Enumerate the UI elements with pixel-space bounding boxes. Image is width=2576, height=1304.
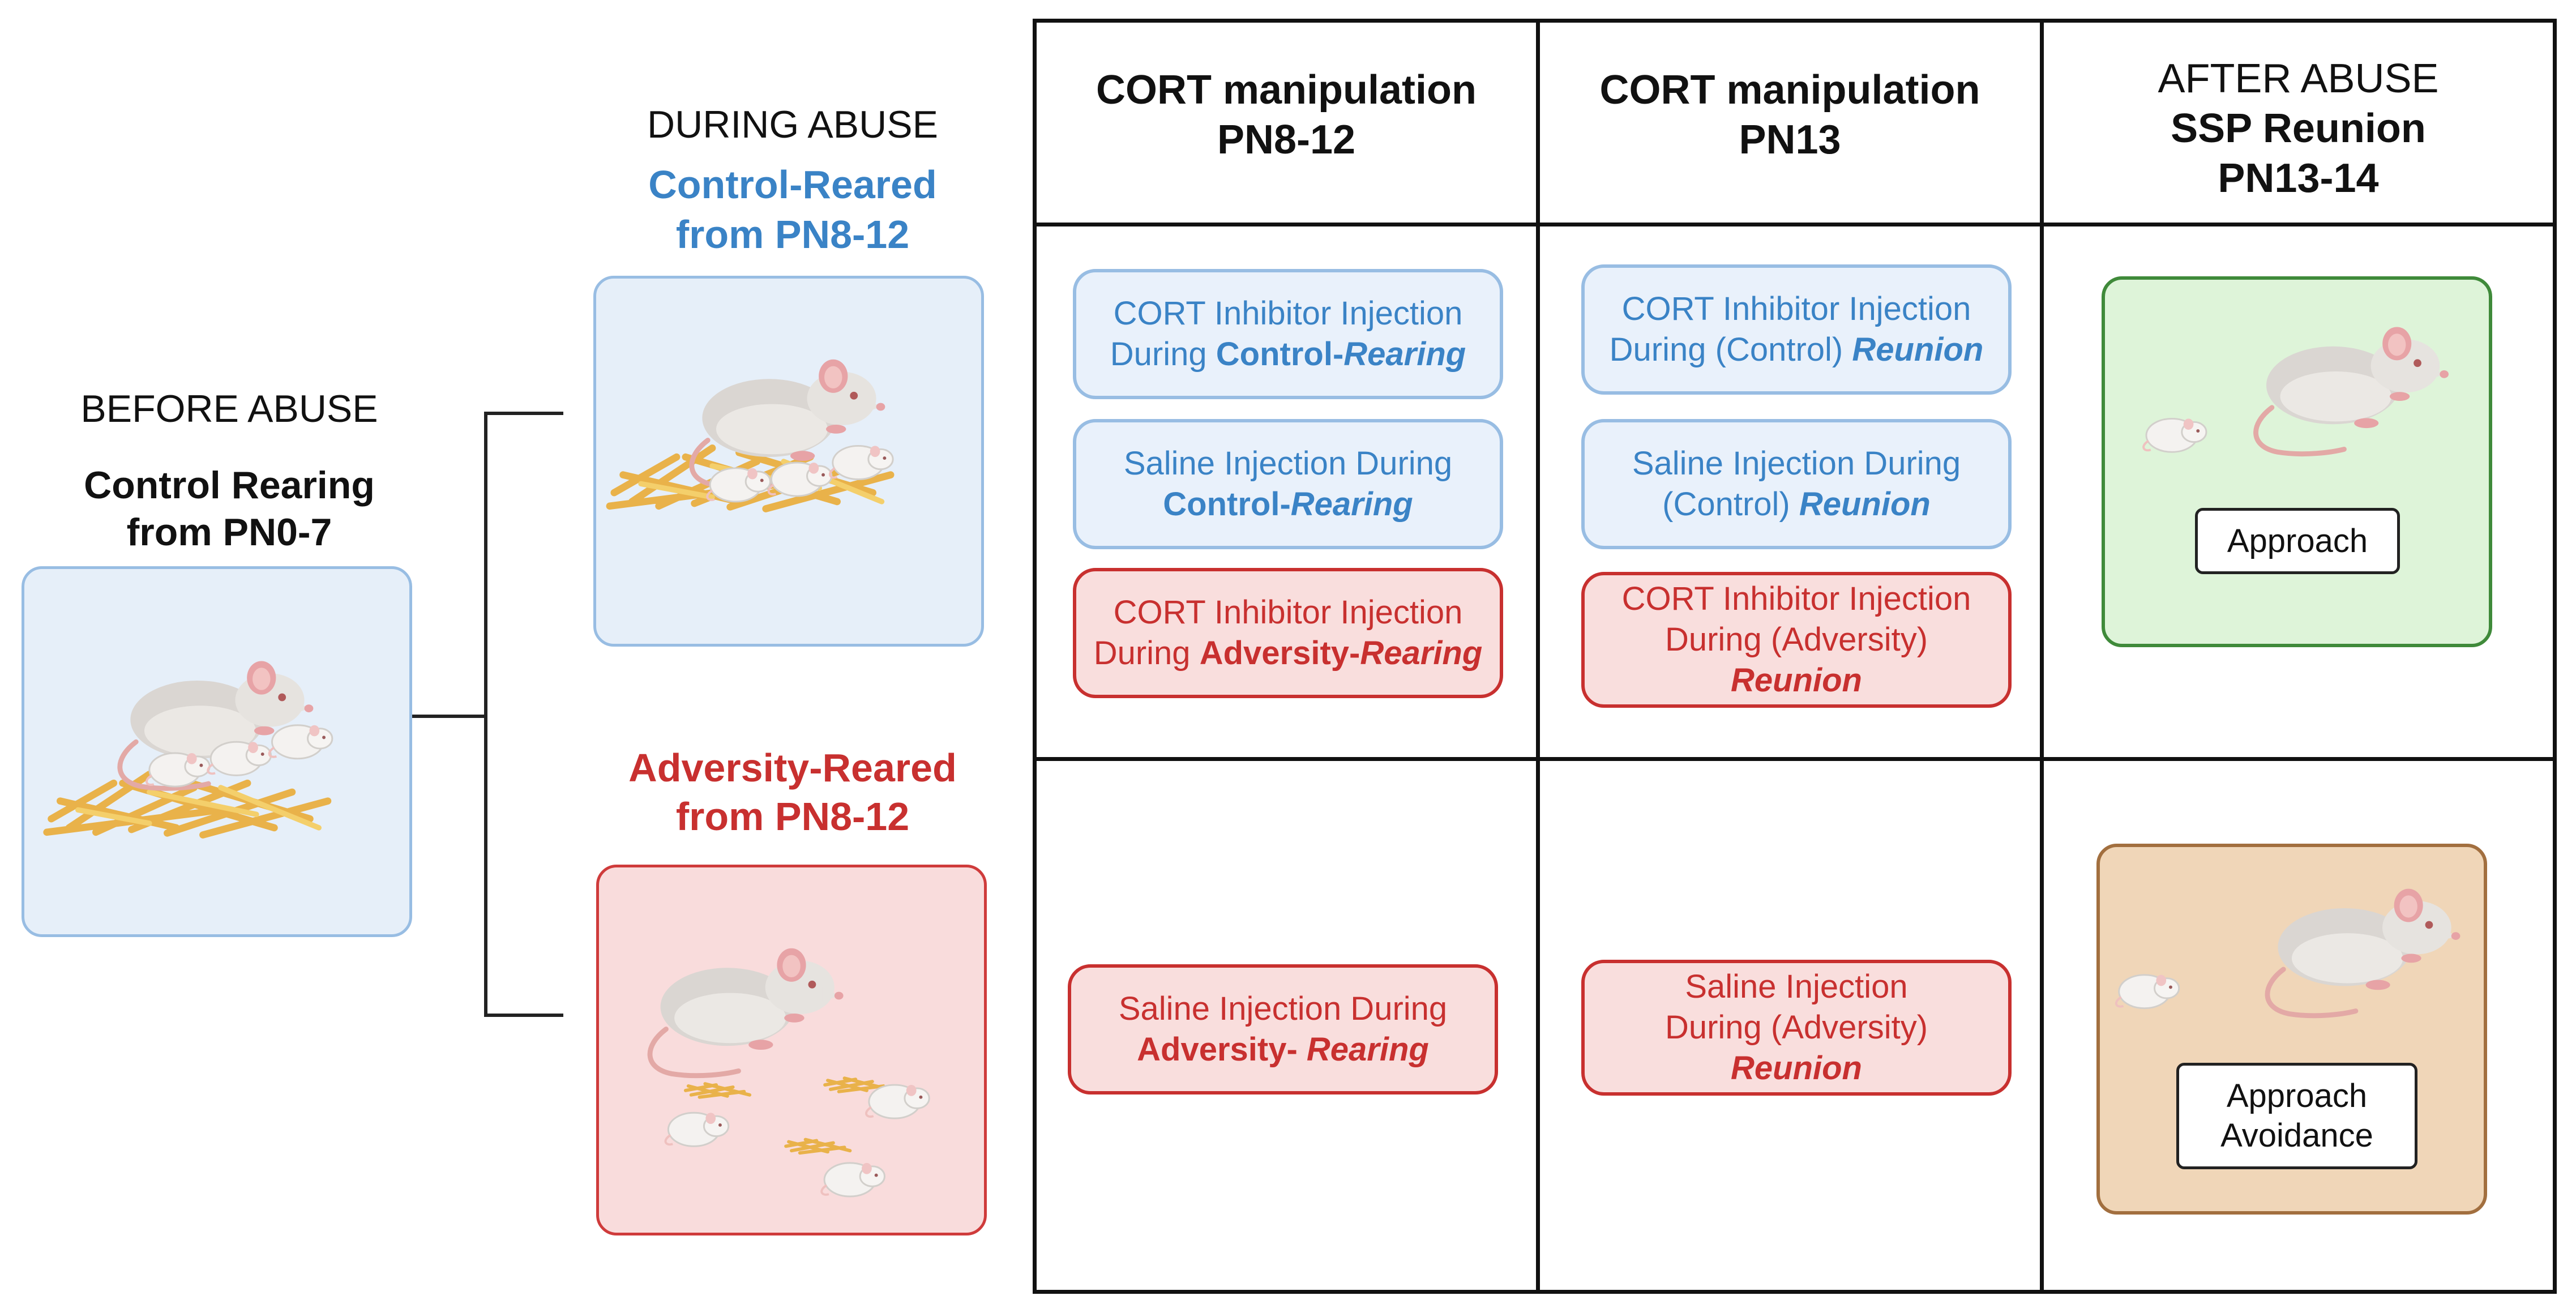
cort-inhibitor-adversity-rearing-box: CORT Inhibitor Injection During Adversit… (1073, 568, 1503, 698)
connector-horizontal (412, 715, 486, 718)
approach-avoidance-label: Approach Avoidance (2176, 1063, 2417, 1169)
saline-adversity-rearing-box: Saline Injection During Adversity- Reari… (1068, 964, 1498, 1094)
saline-control-rearing-box: Saline Injection During Control-Rearing (1073, 419, 1503, 549)
rat-mother-nest-icon (24, 569, 333, 934)
control-reared-line2: from PN8-12 (675, 212, 910, 256)
manipulation-table (1033, 19, 2557, 1294)
connector-top (484, 412, 563, 415)
column-header-pn13: CORT manipulation PN13 (1599, 67, 1980, 163)
saline-adversity-reunion-box: Saline Injection During (Adversity) Reun… (1581, 960, 2012, 1096)
saline-control-reunion-box: Saline Injection During (Control) Reunio… (1581, 419, 2012, 549)
connector-vertical (484, 412, 487, 1016)
cort-inhibitor-control-rearing-box: CORT Inhibitor Injection During Control-… (1073, 269, 1503, 399)
table-header-divider (1033, 223, 2557, 226)
control-rearing-illustration (22, 566, 412, 937)
table-divider-1 (1536, 19, 1540, 1294)
control-reared-illustration (593, 276, 984, 647)
approach-label: Approach (2195, 508, 2400, 574)
approach-outcome-panel (2102, 276, 2492, 647)
during-abuse-heading: DURING ABUSE (647, 103, 938, 146)
table-divider-2 (2040, 19, 2044, 1294)
column-header-pn8-12: CORT manipulation PN8-12 (1096, 67, 1477, 163)
before-abuse-title-line1: Control Rearing (84, 464, 375, 507)
control-reared-line1: Control-Reared (648, 163, 937, 207)
connector-bottom (484, 1014, 563, 1017)
rat-mother-scattered-pups-icon (599, 867, 931, 1198)
adversity-reared-line2: from PN8-12 (675, 794, 910, 839)
before-abuse-title-line2: from PN0-7 (126, 511, 332, 554)
before-abuse-heading: BEFORE ABUSE (80, 387, 378, 430)
column-header-after-abuse: AFTER ABUSE SSP Reunion PN13-14 (2158, 56, 2439, 201)
rat-mother-and-pup-icon (2142, 280, 2489, 644)
adversity-reared-line1: Adversity-Reared (628, 746, 957, 790)
cort-inhibitor-control-reunion-box: CORT Inhibitor Injection During (Control… (1581, 264, 2012, 395)
rat-mother-nest-icon (596, 279, 981, 644)
adversity-reared-illustration (596, 865, 987, 1235)
table-row-divider (1033, 757, 2557, 761)
cort-inhibitor-adversity-reunion-box: CORT Inhibitor Injection During (Adversi… (1581, 572, 2012, 708)
